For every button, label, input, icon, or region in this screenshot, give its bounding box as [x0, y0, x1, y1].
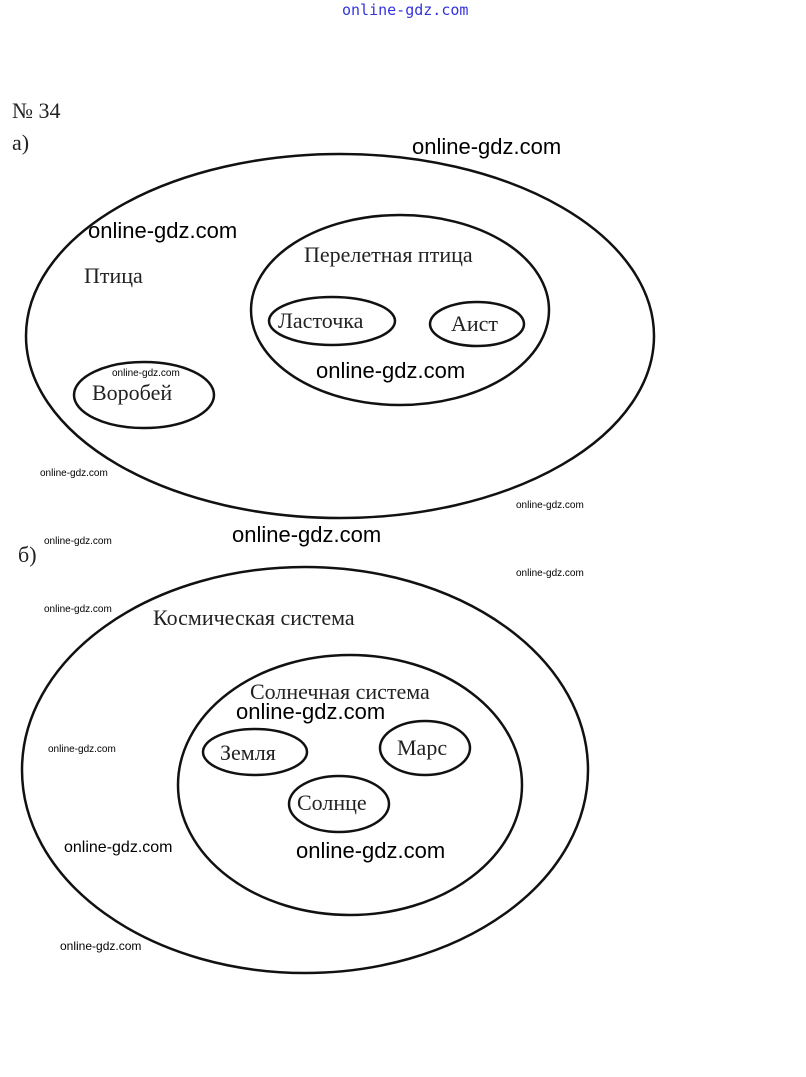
watermark: online-gdz.com: [64, 839, 173, 856]
ellipse-sparrow: [72, 360, 216, 430]
label-solar-system: Солнечная система: [250, 679, 430, 704]
ellipse-bird: [24, 152, 656, 520]
watermark: online-gdz.com: [236, 699, 386, 724]
watermark: online-gdz.com: [44, 536, 112, 547]
label-sun: Солнце: [297, 790, 367, 815]
label-sparrow: Воробей: [92, 380, 173, 405]
watermark: online-gdz.com: [40, 468, 108, 479]
watermark: online-gdz.com: [316, 358, 466, 383]
ellipse-mars: [378, 719, 472, 777]
label-swallow: Ласточка: [278, 308, 364, 333]
ellipse-stork: [428, 300, 526, 348]
label-migratory-bird: Перелетная птица: [304, 242, 473, 267]
ellipse-solar-system: [176, 653, 524, 917]
ellipse-migratory-bird: [249, 213, 551, 407]
watermark: online-gdz.com: [516, 568, 584, 579]
part-b-label: б): [18, 542, 37, 567]
label-earth: Земля: [220, 740, 276, 765]
label-mars: Марс: [397, 735, 448, 760]
problem-number: № 34: [12, 98, 61, 123]
watermark: online-gdz.com: [88, 218, 238, 243]
label-space-system: Космическая система: [153, 605, 355, 630]
watermark: online-gdz.com: [232, 522, 382, 547]
watermark: online-gdz.com: [296, 838, 446, 863]
watermark: online-gdz.com: [48, 744, 116, 755]
part-a-label: а): [12, 130, 30, 155]
header-watermark: online-gdz.com: [342, 1, 469, 19]
watermark: online-gdz.com: [60, 939, 142, 953]
label-bird: Птица: [84, 263, 143, 288]
watermark: online-gdz.com: [112, 368, 180, 379]
label-stork: Аист: [451, 311, 499, 336]
ellipse-space-system: [20, 565, 590, 975]
watermark: online-gdz.com: [516, 500, 584, 511]
watermark: online-gdz.com: [44, 604, 112, 615]
ellipse-sun: [287, 774, 391, 834]
watermark: online-gdz.com: [412, 134, 562, 159]
ellipse-swallow: [267, 295, 397, 347]
ellipse-earth: [201, 727, 309, 777]
